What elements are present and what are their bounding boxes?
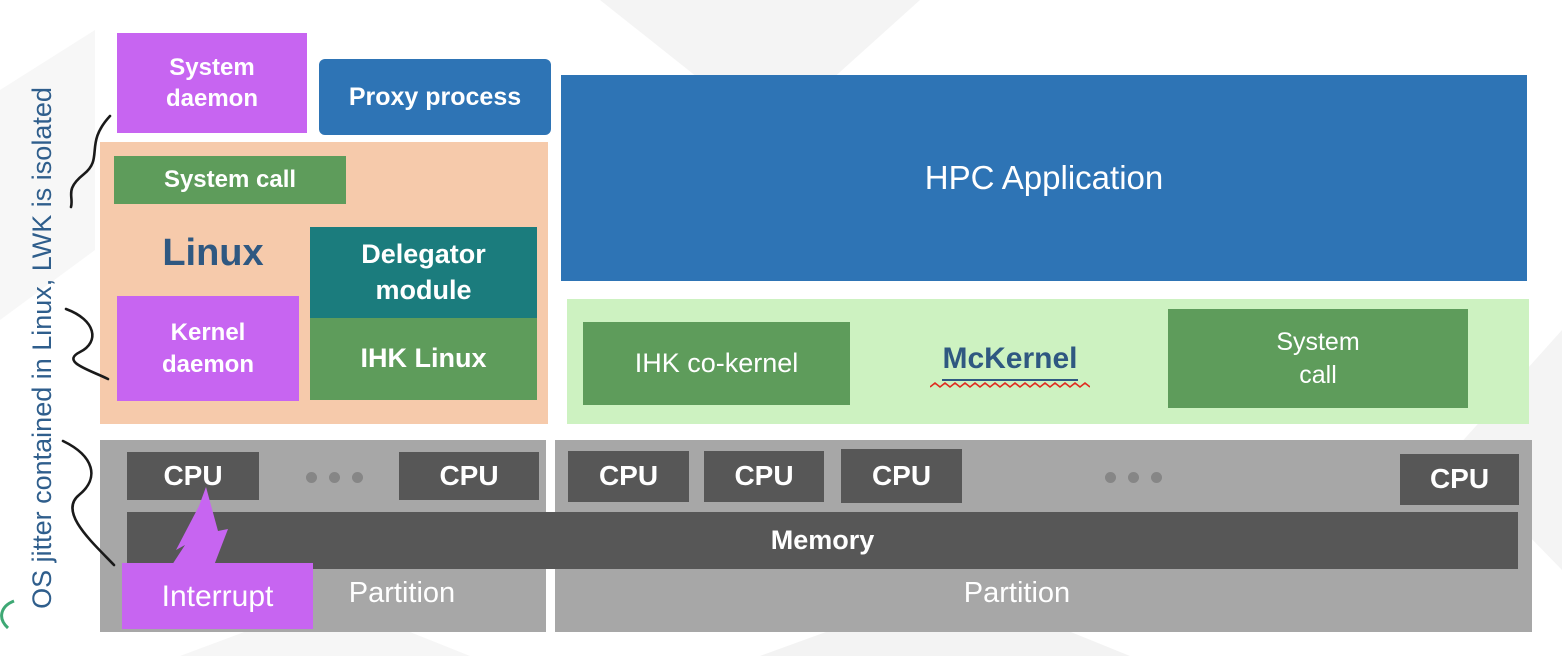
mckernel-os-label: McKernel bbox=[920, 334, 1100, 394]
cpu-box: CPU bbox=[1400, 454, 1519, 505]
proxy-process-label: Proxy process bbox=[348, 82, 522, 111]
delegator-module-box: Delegator module bbox=[310, 227, 537, 318]
cpu-box: CPU bbox=[704, 451, 824, 502]
cpu-box: CPU bbox=[399, 452, 539, 500]
cpu-label: CPU bbox=[871, 459, 932, 491]
spellcheck-squiggle-icon bbox=[930, 381, 1090, 389]
cpu-box: CPU bbox=[841, 449, 962, 503]
partition-label-right: Partition bbox=[963, 577, 1071, 610]
cpu-box: CPU bbox=[127, 452, 259, 500]
system-daemon-box: System daemon bbox=[117, 33, 307, 133]
ellipsis-icon bbox=[306, 472, 363, 483]
memory-label: Memory bbox=[770, 524, 875, 555]
ihk-linux-box: IHK Linux bbox=[310, 318, 537, 400]
cpu-label: CPU bbox=[163, 459, 223, 491]
cpu-label: CPU bbox=[439, 459, 499, 491]
kernel-daemon-box: Kernel daemon bbox=[117, 296, 299, 401]
ihk-cokernel-label: IHK co-kernel bbox=[634, 347, 799, 378]
proxy-process-box: Proxy process bbox=[319, 59, 551, 135]
cpu-label: CPU bbox=[598, 460, 659, 492]
side-annotation-label: OS jitter contained in Linux, LWK is iso… bbox=[27, 87, 57, 609]
ellipsis-icon bbox=[1105, 472, 1162, 483]
mckernel-system-call-label: System call bbox=[1276, 328, 1360, 389]
memory-bar: Memory bbox=[127, 512, 1518, 569]
hpc-application-box: HPC Application bbox=[561, 75, 1527, 281]
kernel-daemon-label: Kernel daemon bbox=[161, 319, 254, 378]
ihk-cokernel-box: IHK co-kernel bbox=[583, 322, 850, 405]
interrupt-label: Interrupt bbox=[161, 579, 274, 613]
delegator-module-label: Delegator module bbox=[361, 239, 486, 305]
cpu-box: CPU bbox=[568, 451, 689, 502]
interrupt-box: Interrupt bbox=[122, 563, 313, 629]
hpc-application-label: HPC Application bbox=[924, 158, 1164, 196]
system-daemon-label: System daemon bbox=[165, 53, 258, 112]
linux-system-call-label: System call bbox=[163, 166, 297, 194]
ihk-linux-label: IHK Linux bbox=[360, 343, 487, 374]
cpu-label: CPU bbox=[734, 460, 794, 492]
linux-system-call-box: System call bbox=[114, 156, 346, 204]
linux-os-label: Linux bbox=[162, 232, 264, 275]
corner-green-mark bbox=[0, 599, 15, 630]
mckernel-system-call-box: System call bbox=[1168, 309, 1468, 408]
cpu-label: CPU bbox=[1429, 463, 1490, 495]
partition-label-left: Partition bbox=[348, 577, 456, 610]
